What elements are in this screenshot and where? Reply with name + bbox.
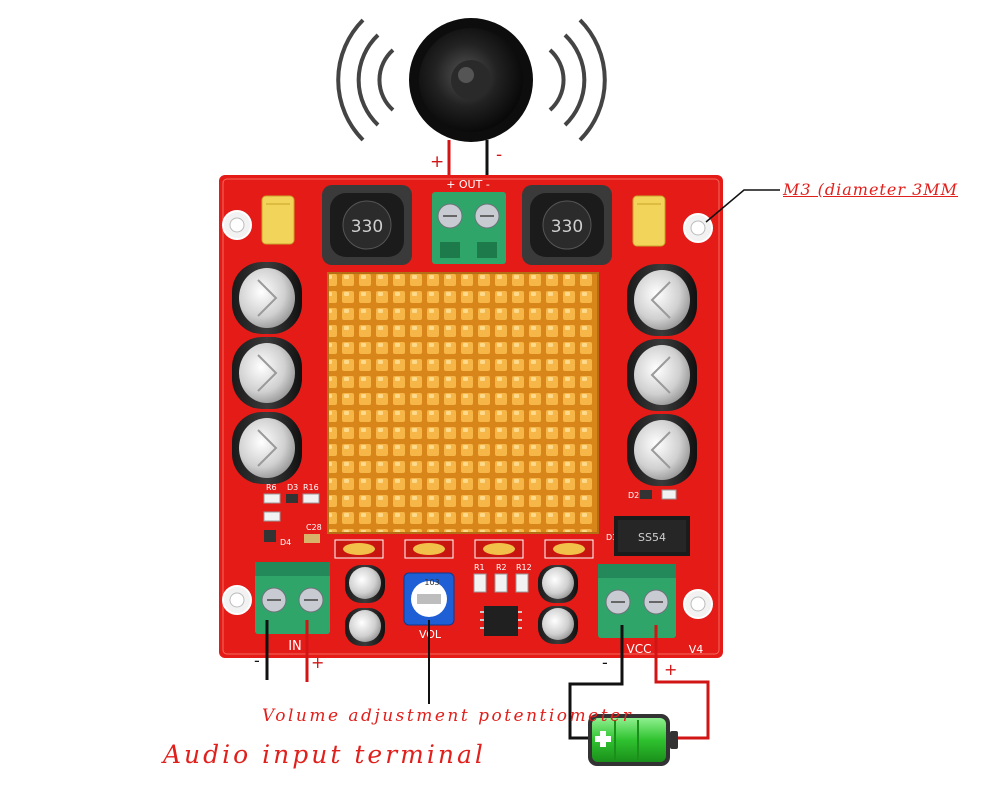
vol-label: VOL (419, 628, 442, 641)
chip-icon: R1 R2 R12 (473, 563, 532, 636)
vcc-minus-sign: - (602, 653, 608, 672)
ref-d3: D3 (287, 483, 298, 492)
audio-input-callout: Audio input terminal (163, 740, 486, 769)
speaker-plus-sign: + (430, 152, 444, 172)
ref-r1: R1 (474, 563, 485, 572)
vcc-plus-wire (654, 625, 710, 740)
version-label: V4 (689, 643, 704, 656)
vcc-minus-wire (568, 625, 624, 740)
capacitor-icon (538, 606, 578, 644)
film-capacitor (632, 195, 666, 247)
capacitor-icon (232, 412, 302, 484)
capacitor-icon (232, 262, 302, 334)
out-label: + OUT - (446, 178, 490, 191)
capacitor-icon (627, 339, 697, 411)
capacitor-icon (627, 264, 697, 336)
capacitor-icon (345, 565, 385, 603)
mount-hole-icon (683, 213, 713, 243)
screw-terminal-icon: IN (255, 562, 330, 654)
speaker-minus-sign: - (496, 145, 502, 165)
input-plus-sign: + (311, 653, 324, 672)
battery-icon (588, 714, 678, 766)
input-minus-sign: - (254, 651, 260, 670)
smd-components-right: D2 D1 SS54 (606, 489, 690, 556)
mount-hole-icon (222, 585, 252, 615)
ref-r2: R2 (496, 563, 507, 572)
ref-d4: D4 (280, 538, 291, 547)
ref-d2: D2 (628, 491, 639, 500)
inductor-code: 330 (351, 217, 383, 237)
ceramic-capacitors (334, 539, 594, 559)
film-capacitor (261, 195, 295, 245)
mount-hole-callout: M3 (diameter 3MM (783, 180, 959, 199)
vcc-label: VCC (627, 642, 652, 656)
potentiometer-icon: 103 VOL (403, 572, 455, 641)
pot-code: 103 (424, 578, 439, 587)
screw-terminal-icon: + OUT - (432, 178, 506, 264)
capacitor-icon (538, 565, 578, 603)
screw-terminal-icon: VCC V4 (598, 564, 703, 656)
mount-hole-icon (683, 589, 713, 619)
inductor-icon: 330 (322, 185, 412, 265)
mount-hole-leader-line (705, 189, 780, 223)
in-label: IN (288, 639, 302, 654)
smd-components-left: R6 D3 R16 C28 D4 (263, 483, 322, 547)
heatsink-icon (327, 272, 599, 534)
inductor-code: 330 (551, 217, 583, 237)
capacitor-icon (345, 608, 385, 646)
ref-c28: C28 (306, 523, 322, 532)
volume-pot-callout: Volume adjustment potentiometer (262, 706, 634, 726)
capacitor-icon (232, 337, 302, 409)
inductor-icon: 330 (522, 185, 612, 265)
mount-hole-icon (222, 210, 252, 240)
ref-r16: R16 (303, 483, 319, 492)
capacitor-icon (627, 414, 697, 486)
ref-d1: D1 (606, 533, 617, 542)
ref-r12: R12 (516, 563, 532, 572)
diode-code: SS54 (638, 531, 666, 544)
vcc-plus-sign: + (664, 660, 677, 679)
speaker-icon (336, 18, 607, 142)
ref-r6: R6 (266, 483, 277, 492)
